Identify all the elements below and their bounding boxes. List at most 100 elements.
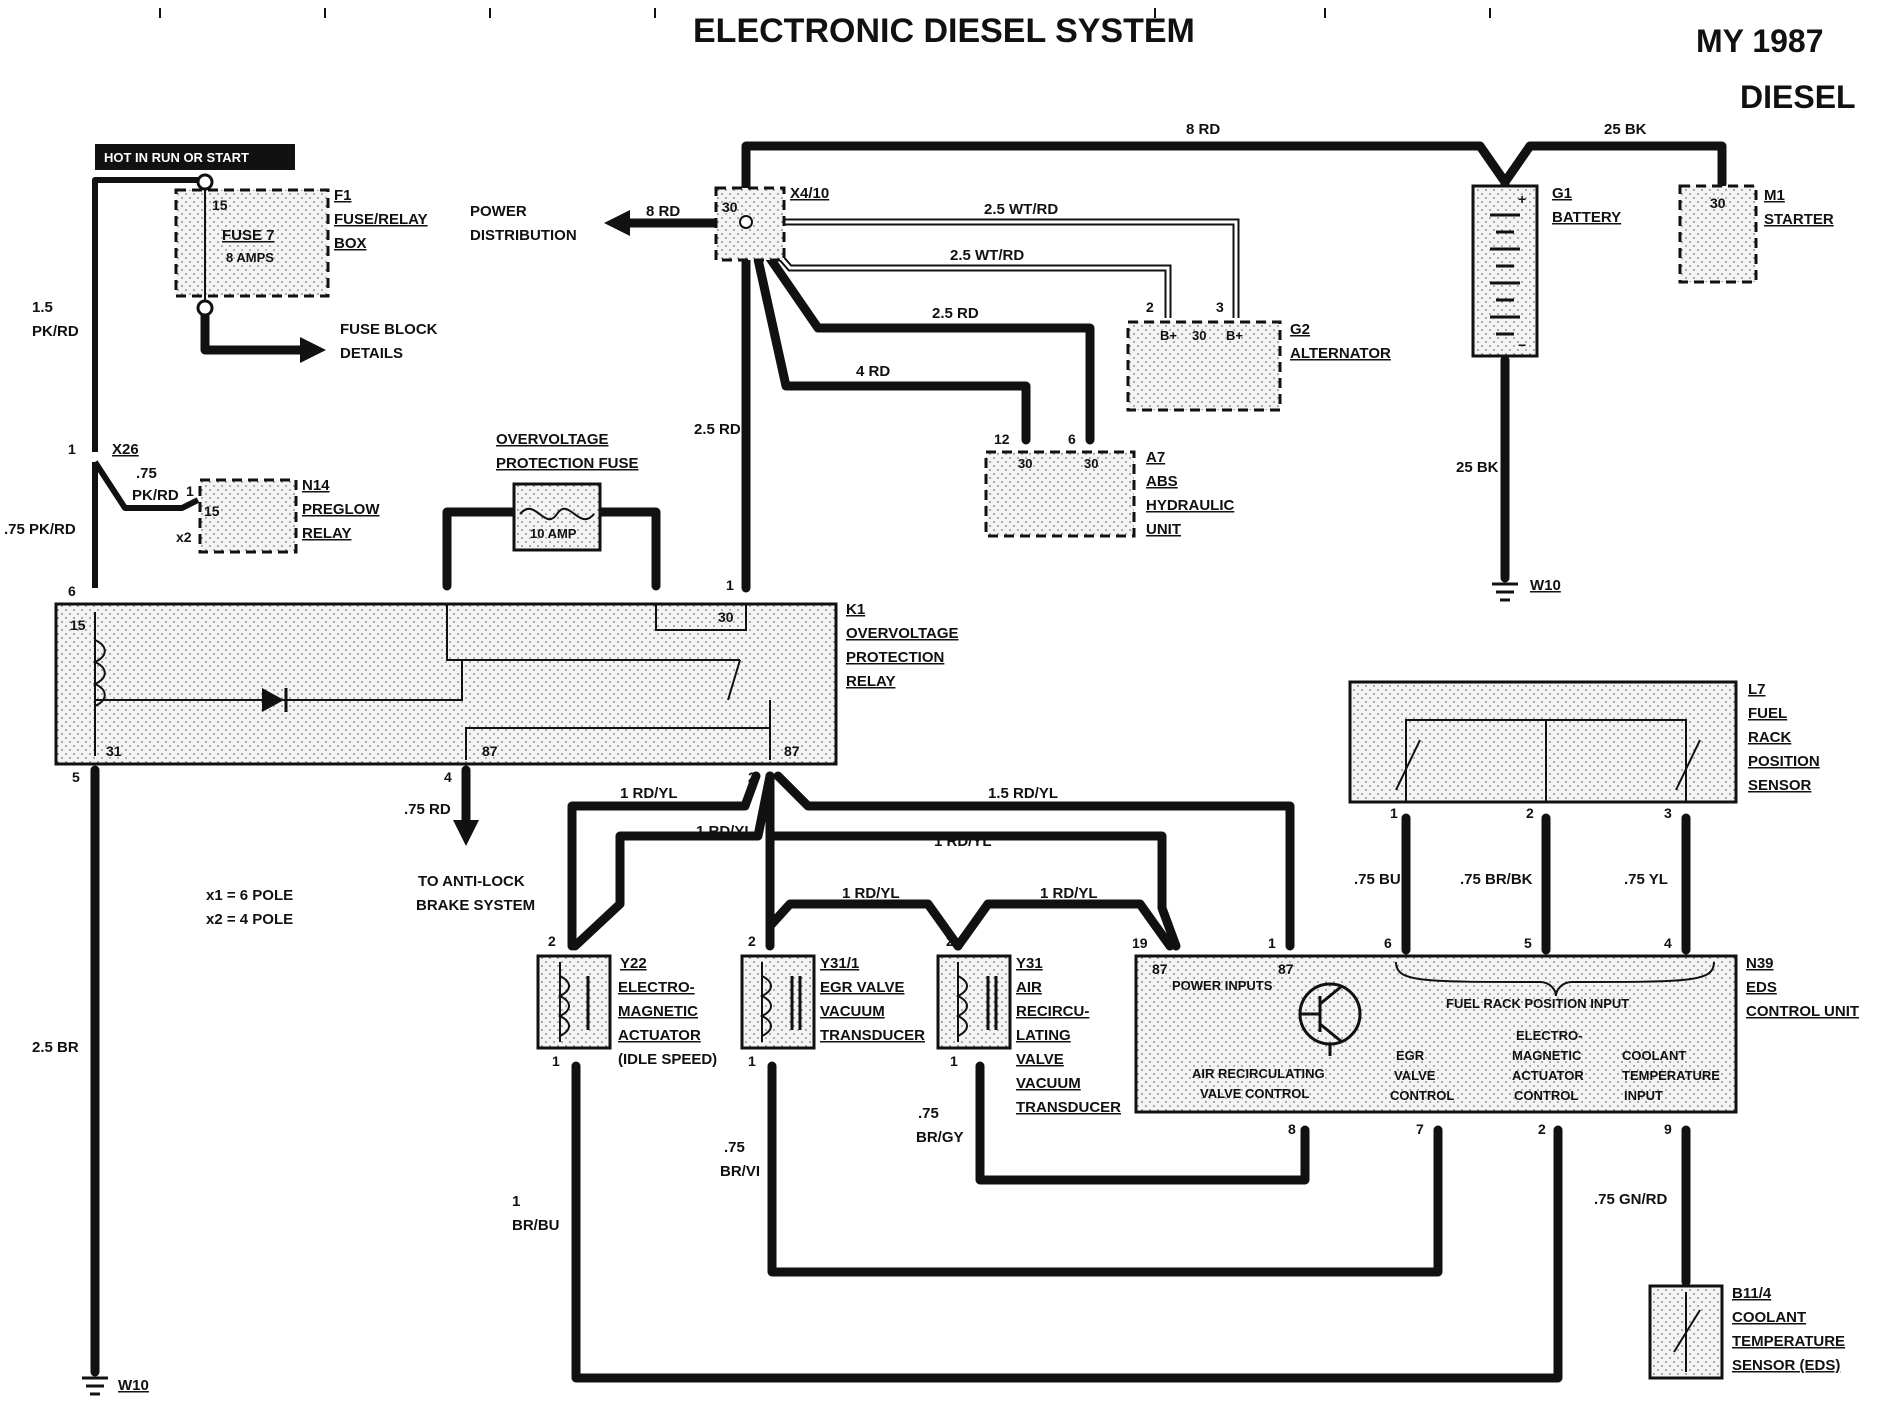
wire-15rdyl-n39 — [773, 771, 1295, 951]
wire-1brbu — [571, 1061, 1563, 1383]
a7-pin-num-6: 6 — [1068, 431, 1076, 447]
k1-internal-wiring — [92, 604, 771, 760]
ovp-fuse — [512, 482, 602, 552]
k1-name-2: PROTECTION — [846, 649, 944, 666]
b11-4-code: B11/4 — [1732, 1285, 1772, 1302]
f1-pin-15: 15 — [212, 197, 228, 213]
n39-air-recirc-2: VALVE CONTROL — [1200, 1086, 1309, 1101]
label-75rd: .75 RD — [404, 801, 451, 818]
y31-1-egr-valve-vacuum-transducer — [740, 954, 816, 1050]
wire-ovp-fuse-right — [593, 507, 661, 591]
engine-type: DIESEL — [1740, 79, 1856, 115]
label-25rd-v: 2.5 RD — [694, 421, 741, 438]
label-8rd-top: 8 RD — [1186, 121, 1220, 138]
g2-pin-b2: B+ — [1226, 328, 1243, 343]
n39-transistor-symbol — [1298, 982, 1362, 1056]
n39-pin-7: 7 — [1416, 1121, 1424, 1137]
n39-air-recirc-1: AIR RECIRCULATING — [1192, 1066, 1325, 1081]
g2-alternator — [1126, 320, 1282, 412]
l7-pin-1: 1 — [1390, 805, 1398, 821]
label-75brbk: .75 BR/BK — [1460, 871, 1533, 888]
n39-pin-9: 9 — [1664, 1121, 1672, 1137]
n39-pin-87b: 87 — [1278, 961, 1294, 977]
g2-pin-num-2: 2 — [1146, 299, 1154, 315]
anti-lock-1: TO ANTI-LOCK — [418, 873, 525, 890]
n39-ema-2: MAGNETIC — [1512, 1048, 1582, 1063]
label-75gnrd: .75 GN/RD — [1594, 1191, 1668, 1208]
n39-pin-2: 2 — [1538, 1121, 1546, 1137]
y31-air-recirculating-valve-vacuum-transducer — [936, 954, 1012, 1050]
label-75yl: .75 YL — [1624, 871, 1668, 888]
y22-coil — [557, 962, 590, 1042]
n39-coolant-3: INPUT — [1624, 1088, 1663, 1103]
label-75brgy-2: BR/GY — [916, 1129, 964, 1146]
y31-name-2: RECIRCU- — [1016, 1003, 1089, 1020]
f1-fuse-relay-box — [174, 188, 330, 298]
g1-code: G1 — [1552, 185, 1572, 202]
n14-name-2: RELAY — [302, 525, 351, 542]
n39-pin-87a: 87 — [1152, 961, 1168, 977]
b11-4-name-1: COOLANT — [1732, 1309, 1806, 1326]
n39-fuel-rack-input: FUEL RACK POSITION INPUT — [1446, 996, 1629, 1011]
l7-pin-2: 2 — [1526, 805, 1534, 821]
n39-egr-2: VALVE — [1394, 1068, 1436, 1083]
hot-label-box — [95, 144, 295, 170]
g1-name: BATTERY — [1552, 209, 1621, 226]
f1-code: F1 — [334, 187, 352, 204]
wire-75brgy — [975, 1061, 1310, 1185]
y31-1-name-2: VACUUM — [820, 1003, 885, 1020]
wire-fuse-block-details — [200, 307, 305, 355]
a7-abs-hydraulic-unit — [984, 450, 1136, 538]
l7-name-1: FUEL — [1748, 705, 1787, 722]
n14-code: N14 — [302, 477, 330, 494]
y22-electromagnetic-actuator — [536, 954, 612, 1050]
n14-pin-1: 1 — [186, 483, 194, 499]
g2-pin-b1: B+ — [1160, 328, 1177, 343]
wire-1rdyl-c — [765, 831, 1181, 951]
n39-name-1: EDS — [1746, 979, 1777, 996]
power-distribution-2: DISTRIBUTION — [470, 227, 577, 244]
label-1rdyl-e: 1 RD/YL — [1040, 885, 1098, 902]
n39-egr-1: EGR — [1396, 1048, 1425, 1063]
diagram-title: ELECTRONIC DIESEL SYSTEM — [693, 12, 1195, 50]
label-25bk-top: 25 BK — [1604, 121, 1647, 138]
pole-note-2: x2 = 4 POLE — [206, 911, 293, 928]
label-75bu: .75 BU — [1354, 871, 1401, 888]
k1-name-3: RELAY — [846, 673, 895, 690]
m1-starter — [1678, 184, 1758, 284]
wire-15pkrd — [92, 177, 205, 452]
n39-pin-5: 5 — [1524, 935, 1532, 951]
y31-coil — [955, 962, 998, 1042]
k1-pin-30: 30 — [718, 609, 734, 625]
k1-pin-num-5: 5 — [72, 769, 80, 785]
wire-1rdyl-y22 — [567, 771, 761, 951]
y31-1-name-1: EGR VALVE — [820, 979, 904, 996]
label-25wtrd-b: 2.5 WT/RD — [950, 247, 1024, 264]
n14-preglow-relay — [198, 478, 298, 554]
n39-pin-8: 8 — [1288, 1121, 1296, 1137]
l7-name-3: POSITION — [1748, 753, 1820, 770]
label-15pkrd-2: PK/RD — [32, 323, 79, 340]
n14-pin-15: 15 — [204, 503, 220, 519]
label-75pkrd-a-1: .75 — [136, 465, 157, 482]
k1-code: K1 — [846, 601, 865, 618]
n39-egr-3: CONTROL — [1390, 1088, 1454, 1103]
label-1brbu-1: 1 — [512, 1193, 520, 1210]
n39-power-inputs: POWER INPUTS — [1172, 978, 1273, 993]
x26-pin-1: 1 — [68, 441, 76, 457]
k1-pin-15: 15 — [70, 617, 86, 633]
abs-arrow — [453, 820, 479, 846]
wire-8rd-top — [741, 141, 1510, 227]
wire-25bk-top — [1500, 141, 1727, 189]
y22-pin-2: 2 — [548, 933, 556, 949]
a7-code: A7 — [1146, 449, 1165, 466]
wire-4rd-a7 — [747, 227, 1031, 445]
y31-name-5: VACUUM — [1016, 1075, 1081, 1092]
k1-pin-num-2: 2 — [748, 769, 756, 785]
label-75brvi-2: BR/VI — [720, 1163, 760, 1180]
ovp-fuse-name-1: OVERVOLTAGE — [496, 431, 609, 448]
y31-name-3: LATING — [1016, 1027, 1071, 1044]
x26-code: X26 — [112, 441, 139, 458]
n39-pin-19: 19 — [1132, 935, 1148, 951]
y22-name-2: MAGNETIC — [618, 1003, 698, 1020]
